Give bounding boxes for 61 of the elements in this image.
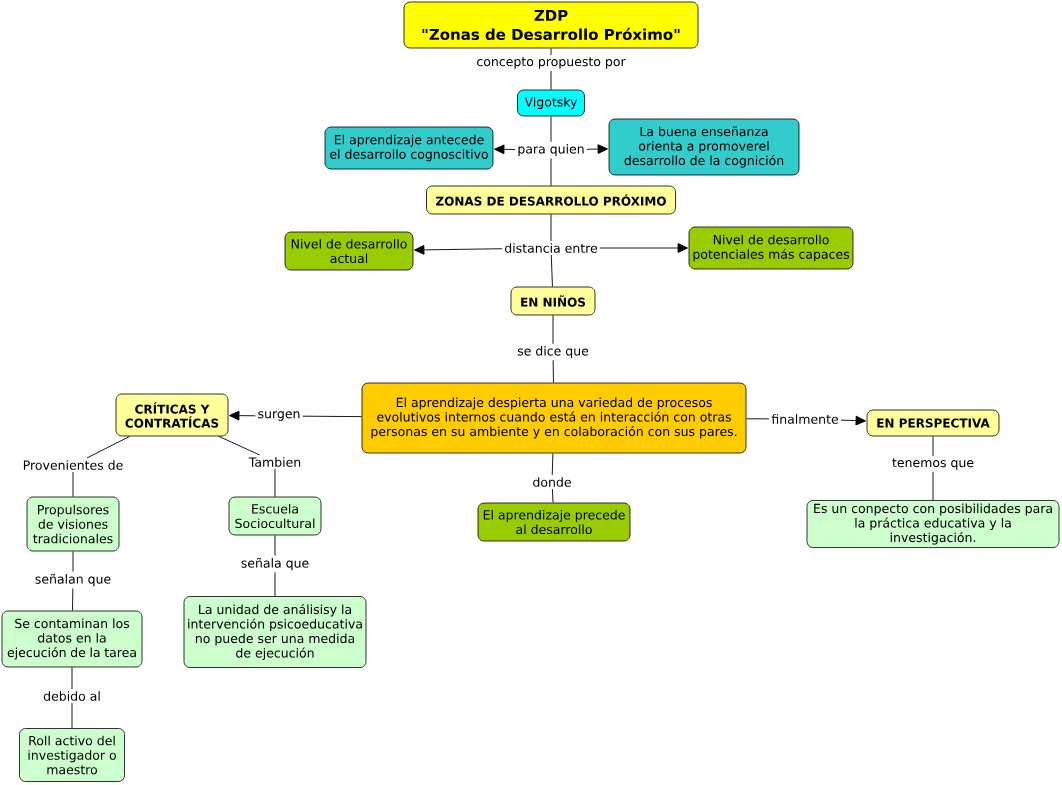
concept-box: El aprendizaje precede al desarrollo — [477, 502, 631, 542]
arrow — [229, 410, 256, 421]
connector-line — [274, 468, 276, 498]
connector-line — [72, 471, 74, 498]
concept-box: CRÍTICAS Y CONTRATÍCAS — [115, 393, 229, 437]
connector-line — [550, 70, 552, 91]
connector-line — [72, 587, 74, 612]
connector-line — [932, 471, 934, 501]
connector-line — [550, 115, 552, 143]
connector-line — [71, 666, 73, 690]
connector-line — [550, 254, 553, 288]
concept-box: Roll activo del investigador o maestro — [19, 728, 125, 782]
connector-line — [86, 435, 131, 459]
concept-box: El aprendizaje despierta una variedad de procesos evolutivos internos cuando está en interacción con otras personas en su ambiente y en colaboración con sus pares. — [361, 382, 747, 454]
connector-line — [550, 157, 552, 187]
connector-line — [550, 213, 552, 242]
linking-phrase: para quien — [518, 143, 584, 157]
arrow — [599, 243, 688, 253]
linking-phrase: distancia entre — [504, 243, 598, 253]
concept-box: Propulsores de visiones tradicionales — [26, 496, 120, 552]
concept-box: EN NIÑOS — [510, 286, 596, 316]
arrow — [840, 415, 866, 426]
linking-phrase: tenemos que — [892, 458, 974, 470]
connector-line — [72, 550, 74, 573]
connector-line — [274, 534, 276, 557]
linking-phrase: debido al — [43, 691, 100, 701]
linking-phrase: Provenientes de — [23, 460, 123, 470]
concept-box: Nivel de desarrollo actual — [284, 231, 414, 271]
linking-phrase: se dice que — [517, 345, 589, 359]
concept-box: ZONAS DE DESARROLLO PRÓXIMO — [426, 185, 676, 215]
arrow — [586, 144, 608, 154]
concept-box: Escuela Sociocultural — [228, 496, 322, 536]
linking-phrase: surgen — [258, 411, 300, 421]
title-box: ZDP "Zonas de Desarrollo Próximo" — [403, 1, 699, 49]
arrow — [494, 144, 516, 155]
concept-box: Vigotsky — [517, 89, 585, 117]
connector-line — [274, 571, 276, 597]
connector-line — [552, 359, 554, 384]
linking-phrase: Tambien — [248, 457, 301, 467]
concept-box: Se contaminan los datos en la ejecución de la tarea — [1, 610, 143, 668]
concept-box: La buena enseñanza orienta a promoverel desarrollo de la cognición — [608, 118, 800, 176]
linking-phrase: finalmente — [771, 414, 838, 424]
connector-line — [550, 47, 552, 56]
connector-line — [551, 452, 554, 476]
connector-line — [71, 702, 73, 729]
linking-phrase: señalan que — [35, 573, 111, 587]
concept-box: Es un conpecto con posibilidades para la práctica educativa y la investigación. — [806, 500, 1060, 548]
connector-line — [551, 488, 554, 504]
arrow — [414, 245, 503, 255]
concept-box: Nivel de desarrollo potenciales más capaces — [688, 226, 854, 270]
concept-box: El aprendizaje antecede el desarrollo cognoscitivo — [324, 126, 494, 170]
linking-phrase: donde — [533, 477, 571, 487]
connector-line — [218, 435, 261, 456]
connector-line — [932, 435, 934, 457]
concept-box: EN PERSPECTIVA — [866, 409, 1000, 437]
concept-box: La unidad de análisisy la intervención psicoeducativa no puede ser una medida de ejecución — [183, 596, 367, 668]
linking-phrase: señala que — [241, 557, 309, 571]
connector-line — [745, 418, 770, 420]
connector-line — [552, 314, 554, 345]
linking-phrase: concepto propuesto por — [477, 57, 626, 69]
connector-line — [302, 415, 363, 418]
